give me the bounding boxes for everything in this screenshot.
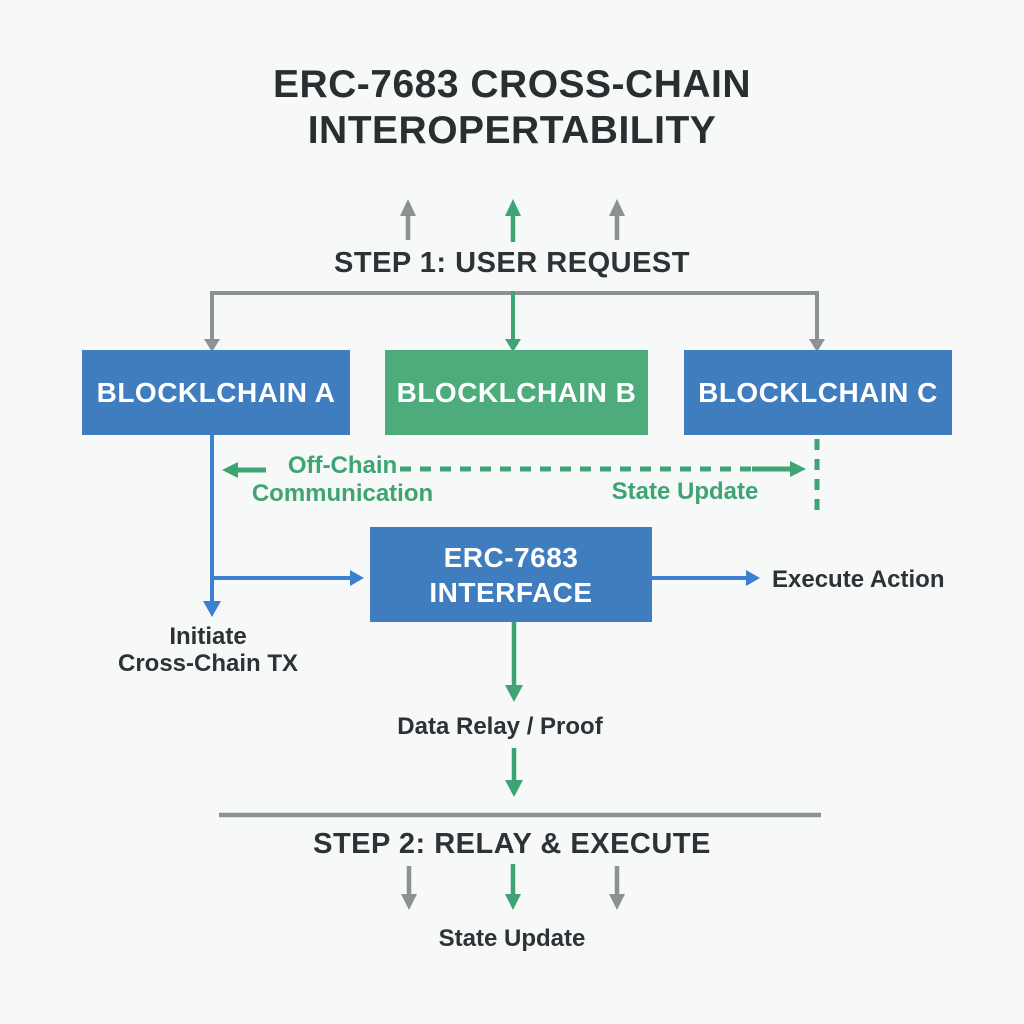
off-chain-communication-line2: Communication [251,479,434,507]
arrow-up-right-gray-icon [609,199,625,240]
arrow-down-left-gray-icon [401,866,417,910]
state-update-mid-label: State Update [611,478,759,505]
state-update-bottom-label: State Update [438,925,586,952]
step2-label: STEP 2: RELAY & EXECUTE [313,828,711,860]
execute-action-label: Execute Action [772,566,945,593]
state-update-dashed-connector [400,439,820,518]
node-blockchain-c-label: BLOCKLCHAIN C [698,376,938,408]
arrow-down-center-green-icon [505,864,521,910]
off-chain-communication-label: Off-Chain Communication [240,452,445,507]
diagram-title-line1: ERC-7683 CROSS-CHAIN [272,63,752,106]
initiate-line1: Initiate [169,623,247,650]
execute-action-connector [652,570,760,586]
off-chain-arrow-icon [222,462,266,478]
data-relay-proof-label: Data Relay / Proof [397,713,603,740]
arrow-down-right-gray-icon [609,866,625,910]
diagram-title: ERC-7683 CROSS-CHAIN INTEROPERTABILITY [0,62,1024,154]
diagram-title-line2: INTEROPERTABILITY [307,109,717,153]
node-blockchain-b: BLOCKLCHAIN B [385,350,648,435]
node-blockchain-c: BLOCKLCHAIN C [684,350,952,435]
node-blockchain-a-label: BLOCKLCHAIN A [96,376,336,408]
step1-label: STEP 1: USER REQUEST [334,247,690,279]
step1-distribution-connector [204,291,825,352]
off-chain-communication-line1: Off-Chain [287,452,398,479]
arrow-up-left-gray-icon [400,199,416,240]
initiate-tx-connector [203,435,364,617]
initiate-line2: Cross-Chain TX [117,650,299,678]
node-blockchain-a: BLOCKLCHAIN A [82,350,350,435]
node-erc7683-interface-line2: INTERFACE [429,576,593,608]
arrow-up-center-green-icon [505,199,521,242]
node-erc7683-interface-line1: ERC-7683 [443,541,579,573]
node-erc7683-interface: ERC-7683 INTERFACE [370,527,652,622]
data-relay-connector [505,622,523,797]
node-blockchain-b-label: BLOCKLCHAIN B [396,376,637,408]
initiate-cross-chain-tx-label: Initiate Cross-Chain TX [100,623,316,677]
